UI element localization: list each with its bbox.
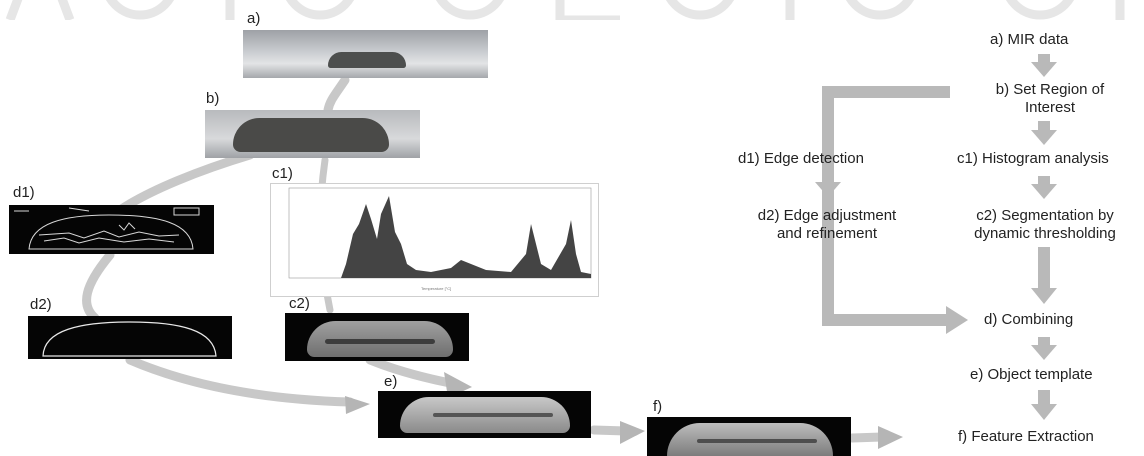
image-c1-histogram: Temperature [°C]: [270, 183, 599, 297]
label-a: a): [247, 10, 261, 27]
image-a-mir-data: [243, 30, 488, 78]
image-b-region-of-interest: [205, 110, 420, 158]
refined-edge: [42, 321, 217, 357]
label-c2: c2): [289, 295, 310, 312]
step-b-set-region: b) Set Region of Interest: [965, 81, 1135, 117]
step-d2-line1: d2) Edge adjustment: [757, 207, 897, 224]
step-c1-histogram: c1) Histogram analysis: [957, 150, 1109, 167]
histogram-plot: Temperature [°C]: [288, 187, 592, 291]
svg-text:Temperature [°C]: Temperature [°C]: [421, 286, 451, 291]
image-c2-segmentation: [285, 313, 469, 361]
step-d2-line2: and refinement: [776, 225, 878, 242]
label-f: f): [653, 398, 663, 415]
step-d-combining: d) Combining: [984, 311, 1074, 328]
label-d1: d1): [13, 184, 35, 201]
image-d1-edge-detection: [9, 205, 214, 254]
step-c2-line1: c2) Segmentation by: [976, 207, 1114, 224]
step-d2-edge-adjustment: d2) Edge adjustment and refinement: [732, 207, 922, 243]
label-e: e): [384, 373, 398, 390]
image-d2-edge-refinement: [28, 316, 232, 359]
label-d2: d2): [30, 296, 52, 313]
step-c2-segmentation: c2) Segmentation by dynamic thresholding: [950, 207, 1140, 243]
image-e-object-template: [378, 391, 591, 438]
step-d1-edge-detection: d1) Edge detection: [738, 150, 864, 167]
edge-lines: [14, 207, 200, 250]
step-b-line1: b) Set Region of: [995, 81, 1105, 98]
step-c2-line2: dynamic thresholding: [974, 225, 1116, 242]
step-b-line2: Interest: [1024, 99, 1076, 116]
step-f-feature-extraction: f) Feature Extraction: [958, 428, 1094, 445]
image-f-feature-extraction: [647, 417, 851, 456]
step-e-object-template: e) Object template: [970, 366, 1093, 383]
watermark: [5, 0, 1125, 20]
step-a-mir-data: a) MIR data: [990, 31, 1069, 48]
label-c1: c1): [272, 165, 293, 182]
label-b: b): [206, 90, 220, 107]
